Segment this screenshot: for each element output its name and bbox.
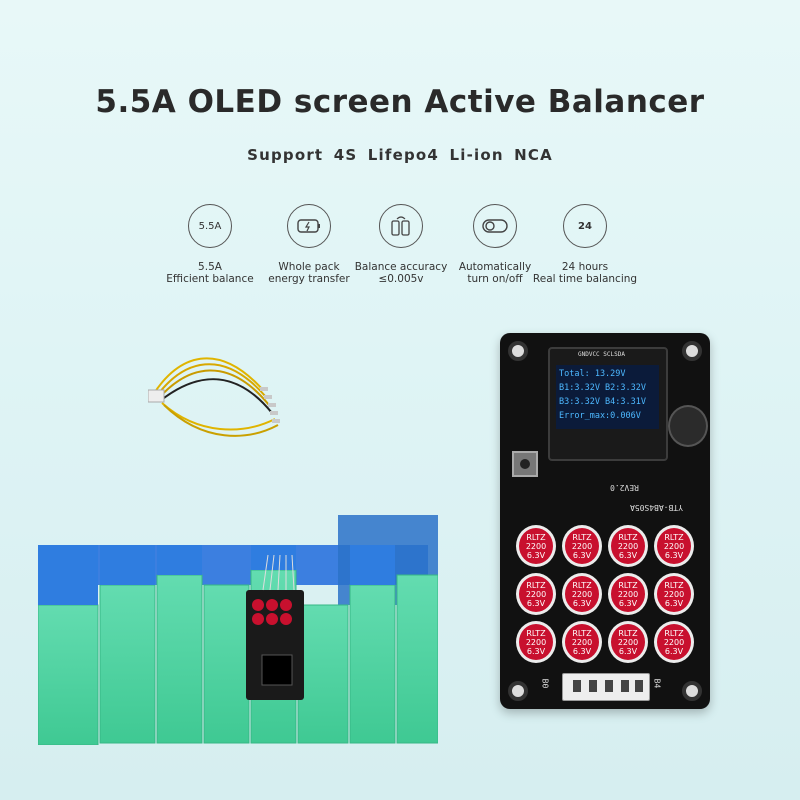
balancer-board: GNDVCC SCLSDA Total: 13.29V B1:3.32V B2:…	[500, 333, 710, 709]
toggle-switch-icon	[473, 204, 517, 248]
model-label: YTB-AB4S05A	[630, 503, 683, 512]
page-title: 5.5A OLED screen Active Balancer	[95, 84, 705, 120]
screen-line-total: Total: 13.29V	[559, 369, 626, 379]
page-subtitle: Support 4S Lifepo4 Li-ion NCA	[247, 146, 553, 164]
mounting-hole	[682, 341, 702, 361]
mounting-hole	[508, 341, 528, 361]
battery-accuracy-icon	[379, 204, 423, 248]
terminal-label-b0: B0	[540, 678, 550, 689]
oled-display: GNDVCC SCLSDA Total: 13.29V B1:3.32V B2:…	[548, 347, 668, 461]
mounting-hole	[508, 681, 528, 701]
feature-caption: 5.5A Efficient balance	[166, 261, 254, 285]
battery-pack-image	[38, 515, 438, 745]
feature-caption: Balance accuracy ≤0.005v	[354, 261, 448, 285]
icon-label: 24	[578, 220, 592, 232]
feature-balance-accuracy: Balance accuracy ≤0.005v	[346, 204, 456, 285]
current-5.5a-icon: 5.5A	[188, 204, 232, 248]
feature-auto-on-off: Automatically turn on/off	[440, 204, 550, 285]
revision-label: REV2.0	[610, 483, 639, 492]
screen-line-b3-b4: B3:3.32V B4:3.31V	[559, 397, 646, 407]
push-button[interactable]	[512, 451, 538, 477]
mounting-hole	[682, 681, 702, 701]
oled-screen: Total: 13.29V B1:3.32V B2:3.32V B3:3.32V…	[556, 365, 659, 429]
buzzer	[668, 405, 708, 447]
terminal-label-b4: B4	[652, 678, 662, 689]
feature-efficient-balance: 5.5A 5.5A Efficient balance	[155, 204, 265, 285]
feature-caption: 24 hours Real time balancing	[532, 261, 638, 285]
icon-label: 5.5A	[198, 220, 222, 232]
oled-pin-label: GNDVCC SCLSDA	[578, 351, 625, 358]
balance-connector[interactable]	[562, 673, 650, 701]
feature-caption: Whole pack energy transfer	[268, 261, 350, 285]
feature-energy-transfer: Whole pack energy transfer	[254, 204, 364, 285]
screen-line-b1-b2: B1:3.32V B2:3.32V	[559, 383, 646, 393]
feature-24h-balancing: 24 24 hours Real time balancing	[530, 204, 640, 285]
energy-transfer-icon	[287, 204, 331, 248]
wire-harness-image	[148, 357, 280, 437]
feature-caption: Automatically turn on/off	[458, 261, 532, 285]
clock-24h-icon: 24	[563, 204, 607, 248]
screen-line-error: Error_max:0.006V	[559, 411, 641, 421]
